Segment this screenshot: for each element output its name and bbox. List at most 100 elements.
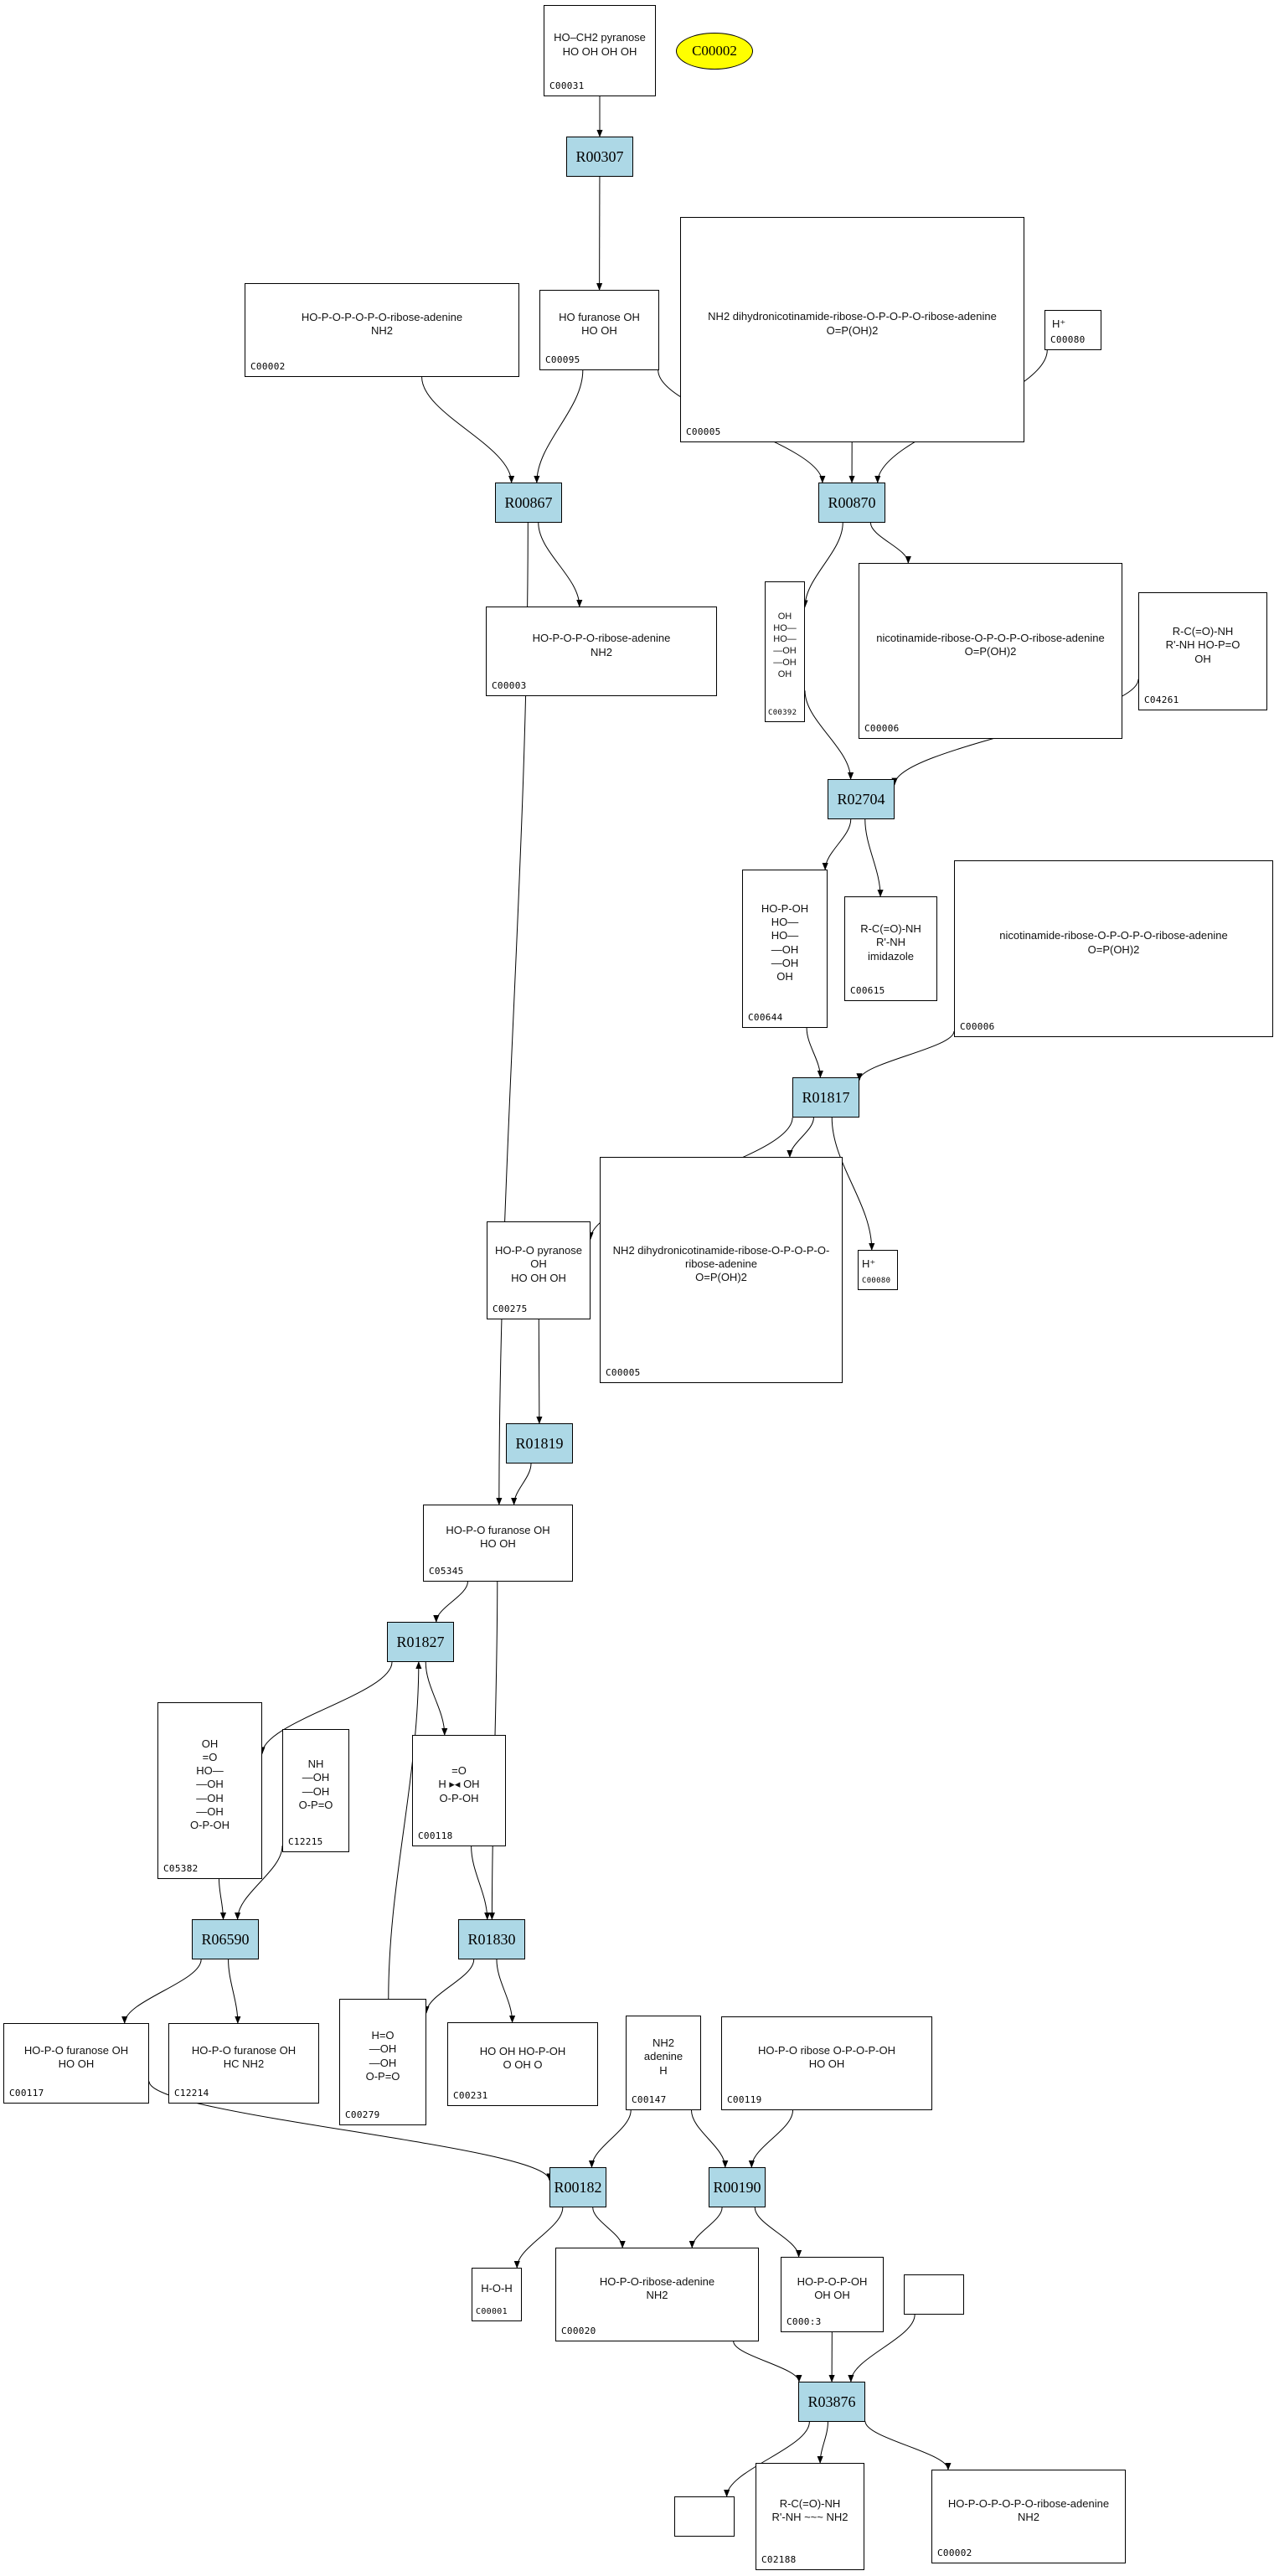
structure: HO-P-O furanose OH HO OH <box>23 2043 129 2070</box>
edge-r02704-to-c00644 <box>822 818 852 870</box>
compound-id: C00095 <box>545 354 580 365</box>
edge-r01830-to-c00279 <box>423 1959 475 2014</box>
edge-r01827-to-c00118 <box>425 1661 448 1736</box>
compound-id: C00031 <box>549 80 585 91</box>
edge-r01817-to-c00080b <box>831 1117 875 1251</box>
structure: nicotinamide-ribose-O-P-O-P-O-ribose-ade… <box>876 631 1105 658</box>
structure: H-O-H <box>481 2281 513 2295</box>
reaction-r00182[interactable]: R00182 <box>549 2167 606 2207</box>
edge-r00182-to-c00001 <box>513 2207 564 2269</box>
structure: HO-P-O-ribose-adenine NH2 <box>599 2274 715 2301</box>
edge-c00644-to-r01817 <box>806 1027 823 1078</box>
structure: HO–CH2 pyranose HO OH OH OH <box>554 31 646 58</box>
compound-c00080[interactable]: H⁺C00080 <box>1044 310 1101 350</box>
compound-unlabeled[interactable] <box>904 2274 964 2315</box>
edge-c00147-to-r00182 <box>588 2109 632 2168</box>
compound-id: C00005 <box>606 1367 641 1378</box>
edge-r06590-to-c00117 <box>121 1959 202 2024</box>
compound-id: C000:3 <box>787 2316 822 2327</box>
edge-r03876-to-c02188 <box>817 2421 828 2464</box>
structure: HO furanose OH HO OH <box>559 310 640 337</box>
compound-id: C00080 <box>1050 334 1086 345</box>
edge-r01817-to-c00005b <box>787 1117 814 1158</box>
structure <box>682 2504 727 2517</box>
compound-id: C02188 <box>761 2554 797 2565</box>
edge-r00190-to-c00013 <box>754 2207 802 2258</box>
edge-r02704-to-c00615 <box>864 818 884 897</box>
compound-unlabeled[interactable] <box>674 2496 735 2537</box>
structure: NH2 dihydronicotinamide-ribose-O-P-O-P-O… <box>612 1243 830 1284</box>
structure: HO-P-O-P-O-ribose-adenine NH2 <box>532 632 671 658</box>
reaction-r02704[interactable]: R02704 <box>828 779 895 819</box>
compound-c00095[interactable]: HO furanose OH HO OH C00095 <box>539 290 659 370</box>
compound-id: C00003 <box>492 680 527 691</box>
edge-c05345-to-r01827 <box>433 1581 468 1623</box>
reaction-r03876[interactable]: R03876 <box>798 2382 865 2422</box>
edge-r00190-to-c00020 <box>689 2207 723 2248</box>
structure: H=O —OH —OH O-P=O <box>365 2029 400 2083</box>
structure: HO-P-O ribose O-P-O-P-OH HO OH <box>758 2043 895 2070</box>
structure: HO-P-O furanose OH HO OH <box>446 1523 550 1550</box>
edge-r06590-to-c12214 <box>228 1959 241 2024</box>
compound-id: C00615 <box>850 985 885 996</box>
compound-c00005[interactable]: NH2 dihydronicotinamide-ribose-O-P-O-P-O… <box>600 1157 843 1383</box>
reaction-r01827[interactable]: R01827 <box>387 1622 454 1662</box>
structure: HO-P-O pyranose OH HO OH OH <box>494 1244 583 1284</box>
structure: nicotinamide-ribose-O-P-O-P-O-ribose-ade… <box>999 929 1228 956</box>
structure: =O H ▸◂ OH O-P-OH <box>438 1764 480 1804</box>
compound-c00006[interactable]: nicotinamide-ribose-O-P-O-P-O-ribose-ade… <box>859 563 1122 739</box>
compound-id: C00001 <box>476 2307 508 2316</box>
compound-id: C00279 <box>345 2109 380 2120</box>
structure: R-C(=O)-NH R'-NH HO-P=O OH <box>1165 625 1240 665</box>
compound-id: C00006 <box>960 1021 995 1032</box>
edge-r01819-to-c05345 <box>511 1463 532 1505</box>
compound-c00279[interactable]: H=O —OH —OH O-P=O C00279 <box>339 1999 426 2125</box>
compound-c00001[interactable]: H-O-H C00001 <box>472 2268 522 2321</box>
compound-id: C12214 <box>174 2088 209 2098</box>
compound-c00031[interactable]: HO–CH2 pyranose HO OH OH OH C00031 <box>544 5 656 96</box>
structure: H⁺ <box>862 1257 876 1270</box>
edge-r01827-to-c05382 <box>259 1661 393 1755</box>
edge-empty_top-to-r03876 <box>848 2314 916 2382</box>
reaction-r01817[interactable]: R01817 <box>792 1077 859 1118</box>
compound-id: C00020 <box>561 2326 596 2336</box>
compound-id: C00118 <box>418 1830 453 1841</box>
edge-r00182-to-c00020 <box>592 2207 626 2248</box>
compound-c00080[interactable]: H⁺C00080 <box>858 1250 898 1290</box>
reaction-r01830[interactable]: R01830 <box>458 1919 525 1959</box>
compound-c00005[interactable]: NH2 dihydronicotinamide-ribose-O-P-O-P-O… <box>680 217 1024 442</box>
reaction-r06590[interactable]: R06590 <box>192 1919 259 1959</box>
reaction-r00190[interactable]: R00190 <box>709 2167 766 2207</box>
reaction-r00307[interactable]: R00307 <box>566 137 633 177</box>
reaction-r00867[interactable]: R00867 <box>495 483 562 523</box>
structure: R-C(=O)-NH R'-NH imidazole <box>860 922 921 963</box>
reaction-r01819[interactable]: R01819 <box>506 1423 573 1464</box>
structure: R-C(=O)-NH R'-NH ~~~ NH2 <box>771 2496 848 2523</box>
edge-c00095-to-r00867 <box>534 369 584 483</box>
compound-c00118[interactable]: =O H ▸◂ OH O-P-OH C00118 <box>412 1735 506 1846</box>
structure: HO-P-O furanose OH HC NH2 <box>191 2043 297 2070</box>
structure: OH =O HO— —OH —OH —OH O-P-OH <box>190 1737 230 1832</box>
compound-c00006[interactable]: nicotinamide-ribose-O-P-O-P-O-ribose-ade… <box>954 860 1273 1037</box>
reaction-r00870[interactable]: R00870 <box>818 483 885 523</box>
highlighted-compound-c00002[interactable]: C00002 <box>676 33 753 70</box>
